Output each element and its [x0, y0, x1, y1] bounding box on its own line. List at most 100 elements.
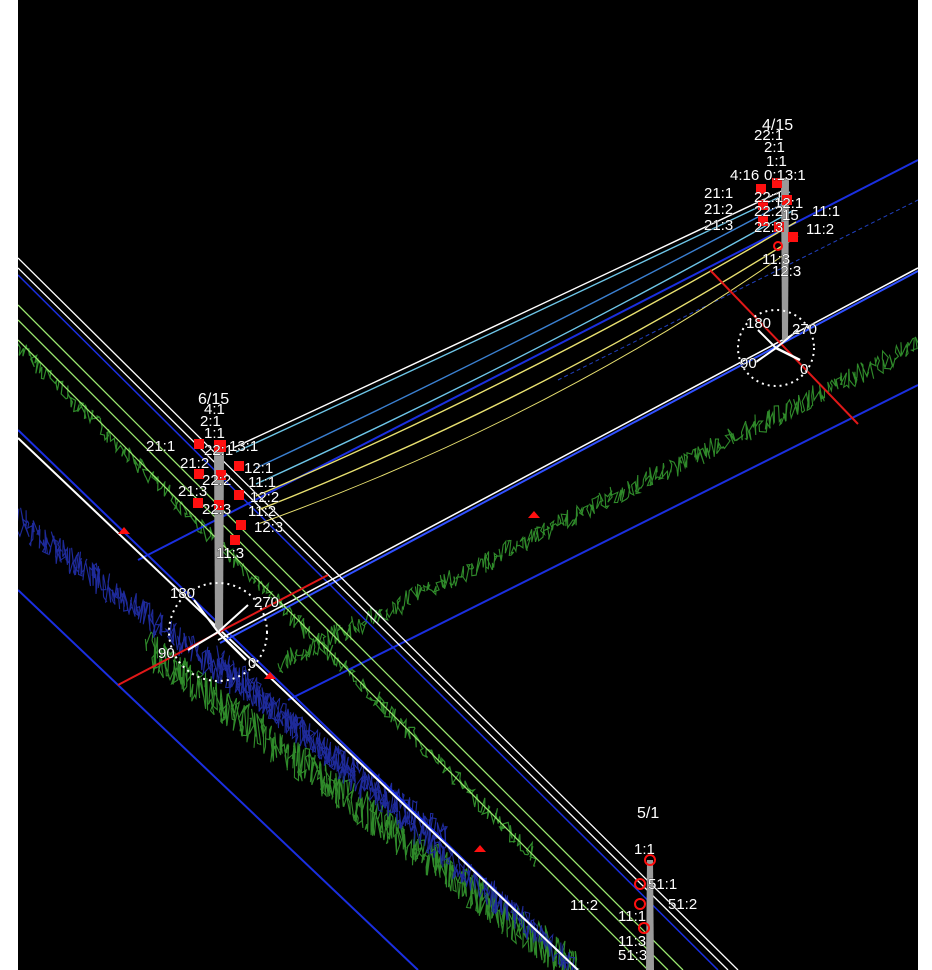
arm-label: 51:2 — [668, 896, 697, 913]
insulator-marker — [194, 469, 204, 479]
ground-points-blue-band — [18, 507, 576, 970]
compass-arrow — [755, 347, 777, 363]
compass-label: 0 — [800, 361, 808, 378]
insulator-marker — [758, 216, 768, 226]
insulator-marker — [634, 898, 646, 910]
insulator-marker — [214, 500, 224, 510]
arm-label: 12:3 — [254, 519, 283, 536]
arm-label: 12:1 — [774, 195, 803, 212]
arm-label: 21:1 — [146, 438, 175, 455]
arm-label: 22:3 — [754, 219, 783, 236]
conductor-green — [18, 319, 669, 970]
ground-edge-lines — [18, 267, 918, 970]
arm-label: 21:2 — [180, 455, 209, 472]
insulator-marker — [782, 195, 792, 205]
diagonal-conductors — [18, 257, 739, 970]
insulator-marker — [758, 200, 768, 210]
arm-label: 51:3 — [618, 947, 647, 964]
conductor-cyan — [235, 191, 791, 453]
insulator-marker — [644, 854, 656, 866]
tower-5-1[interactable]: 5/1 1:1 51:1 11:2 51:2 11:1 11:3 51:3 — [570, 805, 698, 970]
arm-label: 11:3 — [762, 251, 790, 268]
compass-label: 270 — [254, 594, 279, 611]
tower-title: 4/15 — [762, 117, 793, 134]
insulator-marker — [773, 241, 783, 251]
conductor-yellow — [255, 221, 797, 497]
compass-label: 270 — [792, 321, 817, 338]
arm-label: 11:2 — [806, 221, 834, 238]
compass-arrow — [775, 329, 799, 349]
corridor-line — [18, 274, 719, 970]
compass-arrow — [217, 604, 249, 633]
tower-6-15[interactable]: 6/15 4:1 2:1 1:1 21:1 22:1 13:1 12:1 21:… — [146, 391, 284, 682]
arm-label: 22:1 — [204, 442, 233, 459]
arm-label: 11:3 — [216, 545, 244, 562]
insulator-marker — [234, 490, 244, 500]
arm-label: 11:3 — [618, 933, 646, 950]
conductor-cyan — [255, 209, 795, 485]
pole — [646, 860, 654, 970]
arm-label: 51:1 — [648, 876, 677, 893]
ground-marker — [264, 672, 276, 679]
insulator-marker — [756, 184, 766, 194]
arm-label: 22:3 — [202, 501, 231, 518]
insulator-marker — [236, 520, 246, 530]
arm-label: 11:2 — [248, 503, 276, 520]
tower-label: 2:1 — [200, 413, 221, 430]
compass-arrow — [187, 631, 219, 651]
arm-label: 12:2 — [250, 489, 279, 506]
tower-label: 1:1 — [204, 425, 225, 442]
insulator-marker — [193, 498, 203, 508]
insulator-marker — [230, 535, 240, 545]
tower-4-15[interactable]: 4/15 22:1 2:1 1:1 4:16 0:13:1 21:1 22:1 … — [704, 117, 840, 387]
arm-label: 11:1 — [248, 474, 276, 491]
tower-label: 4:1 — [204, 401, 225, 418]
3d-viewport[interactable]: 6/15 4:1 2:1 1:1 21:1 22:1 13:1 12:1 21:… — [18, 0, 918, 970]
tower-label: 1:1 — [634, 841, 655, 858]
insulator-marker — [788, 232, 798, 242]
insulator-marker — [772, 178, 782, 188]
insulator-marker — [634, 878, 646, 890]
ground-marker — [474, 845, 486, 852]
compass-arrow — [775, 346, 801, 362]
compass-label: 180 — [746, 315, 771, 332]
pole — [781, 178, 789, 340]
pole — [214, 450, 224, 630]
arm-label: 11:1 — [618, 908, 646, 925]
insulator-marker — [234, 461, 244, 471]
arm-label: 21:3 — [704, 217, 733, 234]
tower-label: 2:1 — [764, 139, 785, 156]
compass-arrow — [193, 599, 219, 633]
arm-label: 0:13:1 — [764, 167, 806, 184]
insulator-marker — [216, 470, 226, 480]
arm-label: 12:3 — [772, 263, 801, 280]
corridor-line — [287, 384, 918, 701]
arm-label: 21:1 — [704, 185, 733, 202]
conductor-yellow — [257, 251, 789, 525]
arm-label: 15 — [782, 207, 799, 224]
arm-label: 11:1 — [812, 203, 840, 220]
compass-label: 0 — [248, 655, 256, 672]
conductor-yellow — [257, 235, 799, 511]
ground-points — [144, 631, 580, 970]
ground-edge-line — [217, 267, 918, 641]
ground-points — [216, 645, 576, 970]
span-conductors — [232, 187, 799, 525]
arm-label: 4:16 — [730, 167, 759, 184]
ground-points-green-band-right — [277, 336, 918, 674]
arm-label: 21:3 — [178, 483, 207, 500]
compass-arrow — [757, 329, 777, 349]
ground-marker — [528, 511, 540, 518]
arm-label: 13:1 — [229, 438, 258, 455]
ground-edge-line — [219, 270, 918, 644]
axis-line-red — [709, 269, 859, 425]
compass-label: 90 — [158, 645, 175, 662]
arm-label: 22:1 — [754, 189, 783, 206]
compass-arrow — [217, 631, 247, 661]
conductor-white — [18, 257, 739, 970]
conductor-blue — [255, 199, 791, 469]
corridor-line — [18, 589, 419, 970]
tower-label: 1:1 — [766, 153, 787, 170]
insulator-marker — [638, 922, 650, 934]
